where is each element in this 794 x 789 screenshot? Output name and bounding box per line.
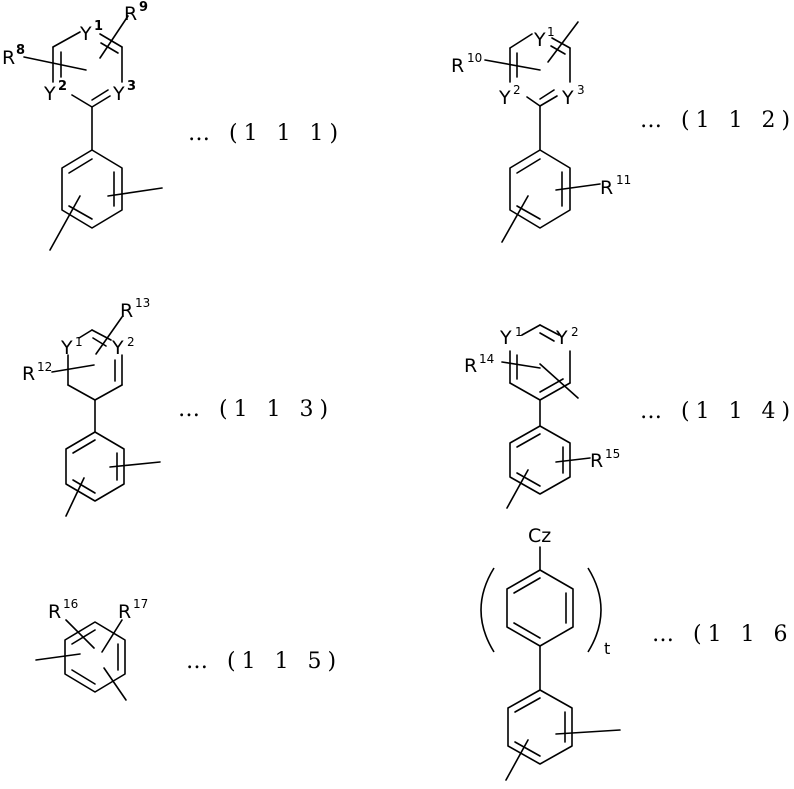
formula-111-open-bond-right [108,188,162,196]
formula-112-y3-superscript: 3 [577,83,585,97]
formula-111-r9-atom: R [124,3,137,25]
formula-111-y3-atom: Y [112,83,125,105]
formula-111-y3-superscript: 3 [127,79,136,94]
formula-114-y1-atom: Y [499,327,512,349]
formula-111-open-bond-lower [50,196,80,250]
formula-112-y3-atom: Y [561,87,574,109]
formula-112-y2-superscript: 2 [513,83,521,97]
formula-114-y2-superscript: 2 [571,325,579,339]
formula-116-repeat-count-t: t [604,639,610,658]
formula-113-r12-bond [52,365,94,372]
formula-115-label: … (1 1 5) [186,649,342,674]
formula-114-r14-bond [502,362,540,368]
formula-113-r13-atom: R [120,300,133,322]
formula-112-label: … (1 1 2) [640,108,794,133]
formula-112: Y 1 Y 2 Y 3 R 10 R 11 … (1 1 2) [451,22,794,242]
formula-112-r11-superscript: 11 [616,173,631,187]
formula-111-y1-atom: Y [79,23,92,45]
formula-116-upper-benzene-ring [507,570,573,646]
formula-114-r15-atom: R [590,450,603,472]
formula-115: R 16 R 17 … (1 1 5) [36,597,342,700]
formula-111-r9-superscript: 9 [139,0,148,15]
formula-113-y1-superscript: 1 [75,335,83,349]
formula-115-benzene-ring [65,622,125,692]
formula-111-benzene-ring [62,150,122,228]
formula-111-y2-atom: Y [43,83,56,105]
formula-111-label: … (1 1 1) [188,121,344,146]
formula-112-r10-atom: R [451,55,464,77]
formula-116-label: … (1 1 6) [652,622,794,647]
formula-113-r13-superscript: 13 [135,296,150,310]
formula-113: Y 1 Y 2 R 12 R 13 … (1 1 3) [22,296,334,516]
formula-113-r12-atom: R [22,363,35,385]
formula-114-r14-superscript: 14 [479,352,494,366]
formula-114-y2-atom: Y [555,327,568,349]
formula-113-open-bond-lower [66,478,84,516]
formula-114-benzene-ring [510,426,570,494]
formula-112-y1-superscript: 1 [547,25,555,39]
formula-113-label: … (1 1 3) [178,397,334,422]
formula-116-left-parenthesis [481,568,494,652]
formula-114: Y 1 Y 2 R 14 R 15 … (1 1 4) [464,325,794,508]
formula-111-r8-superscript: 8 [16,43,25,58]
formula-112-r10-superscript: 10 [467,51,482,65]
formula-113-y2-atom: Y [111,337,124,359]
formula-114-y1-superscript: 1 [515,325,523,339]
formula-116-cz-group: Cz [528,525,551,547]
formula-115-r17-atom: R [118,601,131,623]
formula-115-r16-atom: R [48,601,61,623]
formula-112-y2-atom: Y [498,87,511,109]
formula-113-y1-atom: Y [60,337,73,359]
formula-114-r15-bond [556,458,590,462]
formula-113-r12-superscript: 12 [37,360,52,374]
formula-114-r14-atom: R [464,355,477,377]
formula-114-r15-superscript: 15 [605,447,620,461]
formula-111: Y 1 Y 2 Y 3 R 8 R 9 … (1 1 1) [2,0,344,250]
formula-112-r11-atom: R [600,177,613,199]
formula-115-open-bond-left [36,654,80,660]
formula-112-r10-bond [485,60,540,70]
formula-116-right-parenthesis [588,568,601,652]
formula-112-y1-atom: Y [533,29,546,51]
formula-111-r8-atom: R [2,47,15,69]
formula-115-r16-superscript: 16 [63,597,78,611]
formula-111-r8-bond [24,57,86,70]
formula-114-open-bond-right [540,364,578,398]
formula-111-y2-superscript: 2 [58,79,67,94]
formula-116-lower-benzene-ring [508,690,572,764]
formula-111-y1-superscript: 1 [94,19,103,34]
formula-113-y2-superscript: 2 [127,335,135,349]
formula-116: Cz t … (1 1 6) [481,525,794,780]
formula-114-label: … (1 1 4) [640,399,794,424]
formula-115-r17-superscript: 17 [133,597,148,611]
